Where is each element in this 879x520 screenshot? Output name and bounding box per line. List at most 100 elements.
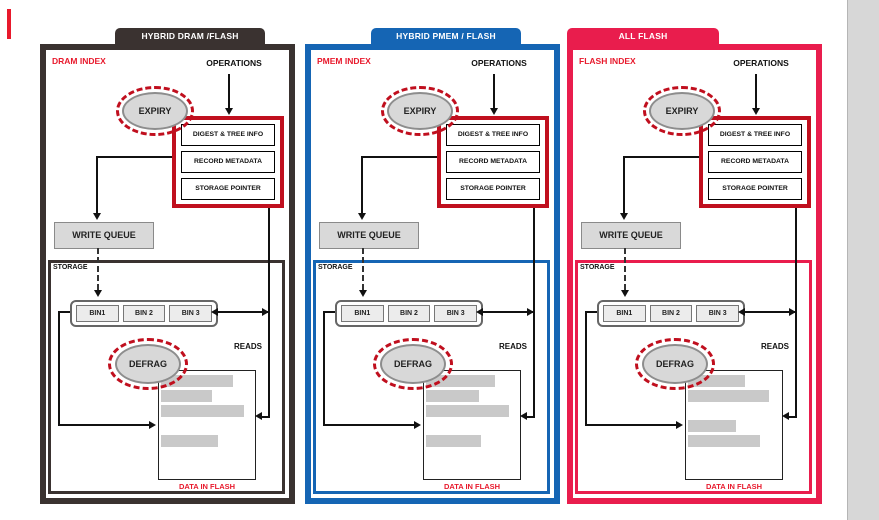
operations-arrowhead-icon: [752, 108, 760, 115]
bins-arrowhead-icon: [94, 290, 102, 297]
data-bar-row: [161, 420, 253, 432]
panel-body: FLASH INDEX OPERATIONS EXPIRY DIGEST & T…: [567, 44, 822, 504]
left-flow-line-h: [58, 424, 150, 426]
panel-body: DRAM INDEX OPERATIONS EXPIRY DIGEST & TR…: [40, 44, 295, 504]
data-bar-row: [426, 435, 518, 447]
data-bar-row: [688, 405, 780, 417]
operations-arrow-line: [755, 74, 757, 112]
reads-label: READS: [761, 342, 790, 351]
panel-tab: HYBRID DRAM /FLASH: [115, 28, 265, 45]
data-bar: [426, 435, 482, 447]
bin1-box: BIN1: [76, 305, 119, 322]
record-metadata-box: RECORD METADATA: [181, 151, 275, 173]
defrag-node: DEFRAG: [642, 344, 708, 384]
defrag-cycle-icon: [108, 338, 188, 390]
data-box-arrowhead-icon: [149, 421, 156, 429]
index-to-queue-line-v: [361, 156, 363, 216]
left-flow-line-h: [585, 424, 677, 426]
data-in-flash-box: [423, 370, 521, 480]
bins-arrow-left-icon: [476, 308, 483, 316]
bins-arrowhead-icon: [621, 290, 629, 297]
bins-left-connector-line: [585, 311, 597, 313]
reads-arrowhead-icon: [782, 412, 789, 420]
queue-arrowhead-icon: [93, 213, 101, 220]
data-in-flash-box: [685, 370, 783, 480]
storage-label: STORAGE: [53, 264, 88, 271]
operations-arrow-line: [493, 74, 495, 112]
index-title-label: FLASH INDEX: [579, 56, 636, 66]
storage-pointer-box: STORAGE POINTER: [446, 178, 540, 200]
reads-label: READS: [499, 342, 528, 351]
data-bar: [161, 390, 212, 402]
left-flow-line-v: [585, 311, 587, 426]
queue-arrowhead-icon: [358, 213, 366, 220]
bin2-box: BIN 2: [122, 305, 166, 322]
data-bar-row: [688, 420, 780, 432]
bins-container: BIN1 BIN 2 BIN 3: [335, 300, 483, 327]
data-in-flash-box: [158, 370, 256, 480]
defrag-label: DEFRAG: [394, 359, 432, 369]
index-record-box: DIGEST & TREE INFO RECORD METADATA STORA…: [172, 116, 284, 208]
bins-double-arrow-line: [218, 311, 268, 313]
index-to-queue-line-h: [623, 156, 701, 158]
bins-arrow-right-icon: [262, 308, 269, 316]
expiry-cycle-icon: [381, 86, 459, 136]
bins-double-arrow-line: [745, 311, 795, 313]
defrag-cycle-icon: [635, 338, 715, 390]
left-accent-bar: [7, 9, 11, 39]
index-title-label: DRAM INDEX: [52, 56, 106, 66]
architecture-panel: HYBRID PMEM / FLASH PMEM INDEX OPERATION…: [305, 28, 560, 508]
reads-elbow-line: [262, 416, 270, 418]
pointer-to-reads-line: [268, 208, 270, 418]
defrag-node: DEFRAG: [115, 344, 181, 384]
data-bar-row: [426, 390, 518, 402]
bins-left-connector-line: [58, 311, 70, 313]
storage-section-box: [48, 260, 285, 494]
storage-label: STORAGE: [580, 264, 615, 271]
left-flow-line-v: [58, 311, 60, 426]
bins-arrowhead-icon: [359, 290, 367, 297]
index-to-queue-line-v: [96, 156, 98, 216]
bins-arrow-right-icon: [527, 308, 534, 316]
page-edge-strip: [847, 0, 879, 520]
pointer-to-reads-line: [795, 208, 797, 418]
bins-container: BIN1 BIN 2 BIN 3: [597, 300, 745, 327]
data-bar-row: [426, 420, 518, 432]
storage-section-box: [313, 260, 550, 494]
bins-double-arrow-line: [483, 311, 533, 313]
panel-tab: ALL FLASH: [567, 28, 719, 45]
reads-label: READS: [234, 342, 263, 351]
storage-label: STORAGE: [318, 264, 353, 271]
index-record-box: DIGEST & TREE INFO RECORD METADATA STORA…: [437, 116, 549, 208]
data-bar: [688, 420, 736, 432]
bins-left-connector-line: [323, 311, 335, 313]
bins-arrow-left-icon: [211, 308, 218, 316]
data-box-arrowhead-icon: [414, 421, 421, 429]
reads-elbow-line: [527, 416, 535, 418]
data-bar: [688, 435, 760, 447]
data-bar-row: [161, 405, 253, 417]
defrag-label: DEFRAG: [656, 359, 694, 369]
operations-arrowhead-icon: [225, 108, 233, 115]
data-bar: [426, 390, 480, 402]
write-queue-box: WRITE QUEUE: [581, 222, 681, 249]
storage-section-box: [575, 260, 812, 494]
defrag-label: DEFRAG: [129, 359, 167, 369]
expiry-cycle-icon: [643, 86, 721, 136]
digest-tree-info-box: DIGEST & TREE INFO: [708, 124, 802, 146]
panel-tab: HYBRID PMEM / FLASH: [371, 28, 521, 45]
left-flow-line-h: [323, 424, 415, 426]
data-bar-row: [161, 390, 253, 402]
record-metadata-box: RECORD METADATA: [446, 151, 540, 173]
reads-elbow-line: [789, 416, 797, 418]
architecture-panel: ALL FLASH FLASH INDEX OPERATIONS EXPIRY …: [567, 28, 822, 508]
write-queue-box: WRITE QUEUE: [54, 222, 154, 249]
bin3-box: BIN 3: [169, 305, 213, 322]
write-queue-box: WRITE QUEUE: [319, 222, 419, 249]
bin3-box: BIN 3: [696, 305, 740, 322]
record-metadata-box: RECORD METADATA: [708, 151, 802, 173]
operations-arrow-line: [228, 74, 230, 112]
data-bar-row: [426, 405, 518, 417]
pointer-to-reads-line: [533, 208, 535, 418]
data-bar-row: [688, 390, 780, 402]
